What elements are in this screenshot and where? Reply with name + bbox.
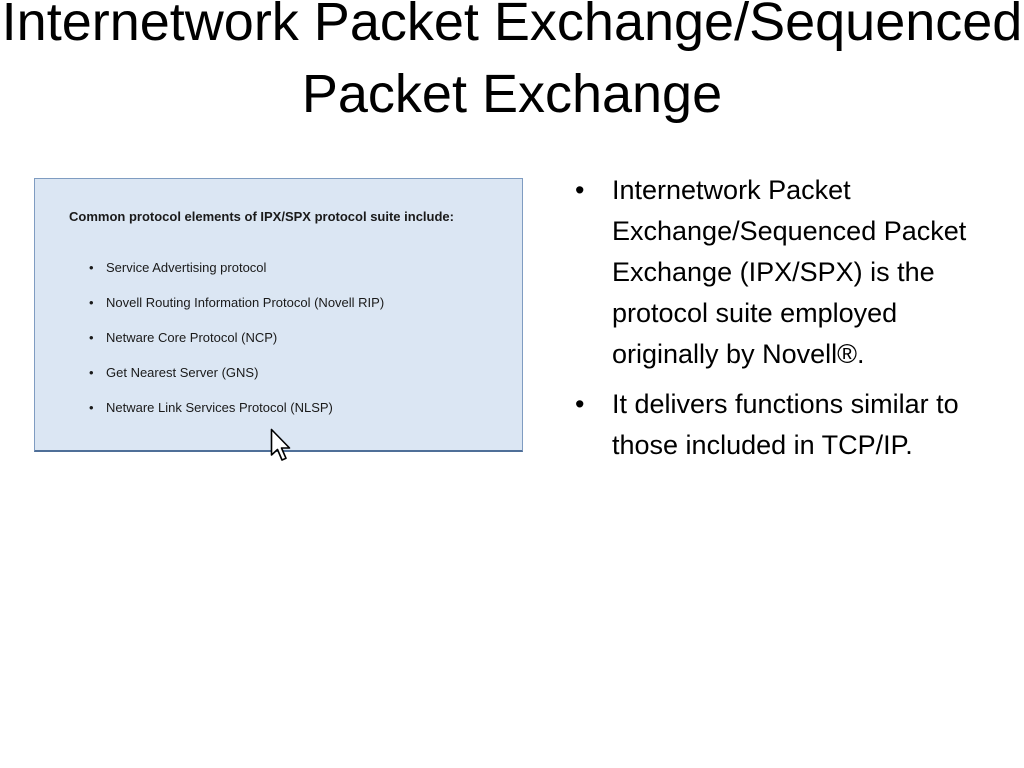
list-item-label: Netware Link Services Protocol (NLSP) xyxy=(106,400,333,415)
slide-bullets: • Internetwork Packet Exchange/Sequenced … xyxy=(575,170,1005,475)
bullet-glyph: • xyxy=(89,400,94,415)
list-item-label: Novell Routing Information Protocol (Nov… xyxy=(106,295,385,310)
protocol-elements-list: • Service Advertising protocol • Novell Ro… xyxy=(69,259,384,434)
slide-title: Internetwork Packet Exchange/Sequenced P… xyxy=(1,0,1023,124)
bullet-text: It delivers functions similar to those i… xyxy=(612,389,959,460)
list-item: • Service Advertising protocol xyxy=(69,259,384,294)
list-item: • Netware Link Services Protocol (NLSP) xyxy=(69,399,384,434)
bullet-glyph: • xyxy=(89,365,94,380)
list-item: • Netware Core Protocol (NCP) xyxy=(69,329,384,364)
list-item: • Get Nearest Server (GNS) xyxy=(69,364,384,399)
bullet-glyph: • xyxy=(89,330,94,345)
bullet-glyph: • xyxy=(89,295,94,310)
list-item-label: Service Advertising protocol xyxy=(106,260,267,275)
bullet-text: Internetwork Packet Exchange/Sequenced P… xyxy=(612,175,967,369)
panel-heading: Common protocol elements of IPX/SPX prot… xyxy=(69,209,454,224)
bullet-glyph: • xyxy=(575,389,585,419)
bullet-item: • Internetwork Packet Exchange/Sequenced … xyxy=(575,170,1005,375)
mouse-pointer-icon xyxy=(270,428,291,461)
bullet-glyph: • xyxy=(575,175,585,205)
bullet-item: • It delivers functions similar to those … xyxy=(575,384,1005,466)
list-item-label: Netware Core Protocol (NCP) xyxy=(106,330,278,345)
list-item-label: Get Nearest Server (GNS) xyxy=(106,365,259,380)
list-item: • Novell Routing Information Protocol (No… xyxy=(69,294,384,329)
bullet-glyph: • xyxy=(89,260,94,275)
protocol-elements-panel: Common protocol elements of IPX/SPX prot… xyxy=(34,178,523,452)
